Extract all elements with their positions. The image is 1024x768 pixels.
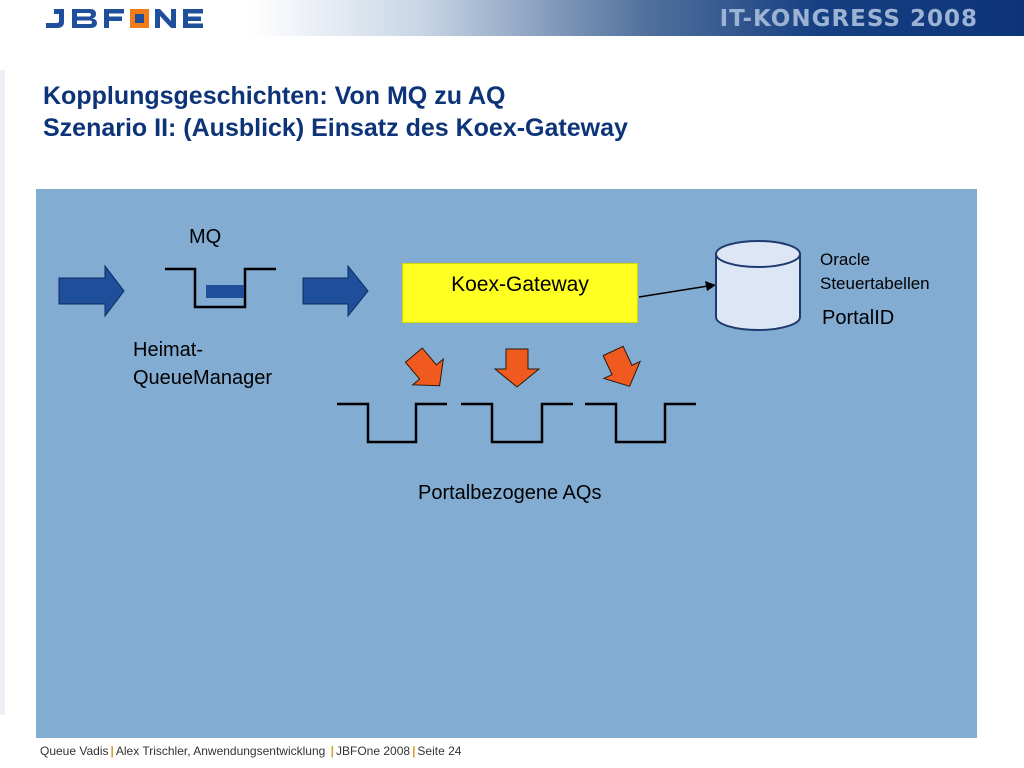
incoming-arrow: [58, 264, 125, 318]
footer: Queue Vadis|Alex Trischler, Anwendungsen…: [40, 744, 461, 758]
footer-author: Alex Trischler, Anwendungsentwicklung: [115, 744, 326, 758]
title-line-1: Kopplungsgeschichten: Von MQ zu AQ: [43, 82, 506, 110]
mq-to-gateway-arrow: [302, 264, 369, 318]
footer-separator: |: [110, 744, 114, 758]
left-rule: [0, 70, 5, 715]
footer-event: JBFOne 2008: [336, 744, 411, 758]
orange-arrow-left: [404, 347, 444, 387]
gateway-to-oracle-line: [638, 285, 709, 298]
slide-title: Kopplungsgeschichten: Von MQ zu AQ Szena…: [43, 80, 628, 144]
heimat-label-line-2: QueueManager: [133, 367, 272, 389]
footer-separator: |: [412, 744, 416, 758]
jbfone-logo: [46, 9, 203, 28]
aq-queue-symbol-2: [461, 402, 573, 444]
footer-separator: |: [330, 744, 335, 758]
oracle-tables-label: Oracle Steuertabellen: [820, 248, 930, 296]
heimat-queuemanager-label: Heimat- QueueManager: [133, 336, 272, 392]
koex-gateway-label: Koex-Gateway: [451, 273, 589, 296]
mq-label: MQ: [189, 226, 222, 248]
mq-message: [206, 285, 244, 298]
oracle-database-icon: [715, 240, 801, 331]
footer-page: Seite 24: [417, 744, 462, 758]
footer-title: Queue Vadis: [40, 744, 109, 758]
orange-arrow-right: [602, 345, 642, 387]
orange-arrow-middle: [493, 348, 541, 388]
aq-queue-symbol-1: [337, 402, 447, 444]
oracle-label-line-2: Steuertabellen: [820, 274, 930, 293]
portal-aqs-label: Portalbezogene AQs: [418, 482, 602, 504]
koex-gateway-box: Koex-Gateway: [402, 263, 638, 323]
mq-queue-symbol: [165, 267, 276, 309]
gateway-to-oracle-arrowhead: [705, 281, 716, 291]
portal-id-label: PortalID: [822, 307, 895, 329]
aq-queue-symbol-3: [585, 402, 696, 444]
congress-title: IT-KONGRESS 2008: [719, 6, 978, 32]
heimat-label-line-1: Heimat-: [133, 339, 204, 361]
oracle-label-line-1: Oracle: [820, 250, 871, 269]
header-bar: IT-KONGRESS 2008: [0, 0, 1024, 36]
title-line-2: Szenario II: (Ausblick) Einsatz des Koex…: [43, 114, 628, 142]
